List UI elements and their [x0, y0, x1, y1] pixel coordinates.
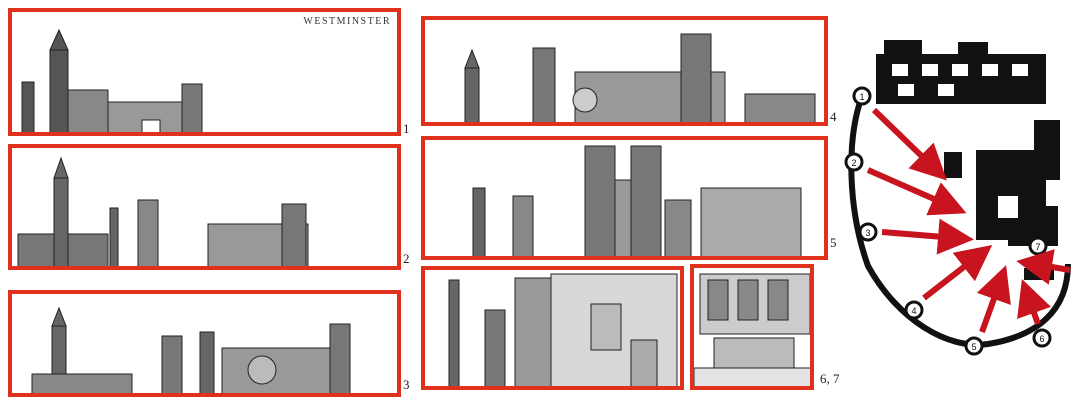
viewpoint-marker-7: 7: [1030, 238, 1046, 254]
svg-text:7: 7: [1035, 242, 1040, 252]
view-arrow-1: [874, 110, 934, 168]
skyline-panel-1: WESTMINSTER: [8, 8, 401, 136]
skyline-panel-5: [421, 136, 828, 260]
panel-number-4: 4: [830, 110, 837, 123]
viewpoint-marker-2: 2: [846, 154, 862, 170]
skyline-drawing-7: [694, 268, 814, 390]
viewpoint-marker-4: 4: [906, 302, 922, 318]
svg-text:4: 4: [911, 306, 916, 316]
skyline-drawing-5: [425, 140, 828, 260]
skyline-panel-4: [421, 16, 828, 126]
svg-text:6: 6: [1039, 334, 1044, 344]
skyline-drawing-6: [425, 270, 684, 390]
viewpoint-marker-6: 6: [1034, 330, 1050, 346]
view-arrow-2: [868, 170, 950, 206]
skyline-drawing-2: [12, 148, 401, 270]
site-plan: 1 2 3 4 5 6 7: [838, 20, 1074, 400]
view-arrow-5: [982, 282, 1000, 332]
skyline-panel-3: [8, 290, 401, 397]
svg-text:3: 3: [865, 228, 870, 238]
skyline-panel-2: [8, 144, 401, 270]
panel-number-1: 1: [403, 122, 410, 135]
view-arrow-4: [924, 256, 978, 298]
panel-number-3: 3: [403, 378, 410, 391]
panel-number-5: 5: [830, 236, 837, 249]
skyline-drawing-4: [425, 20, 828, 126]
skyline-drawing-1: [12, 12, 401, 136]
svg-text:1: 1: [859, 92, 864, 102]
view-arrow-6: [1028, 296, 1038, 324]
view-arrow-3: [882, 232, 956, 238]
skyline-drawing-3: [12, 294, 401, 397]
panel-number-2: 2: [403, 252, 410, 265]
viewpoint-marker-1: 1: [854, 88, 870, 104]
svg-text:2: 2: [851, 158, 856, 168]
viewpoint-marker-3: 3: [860, 224, 876, 240]
svg-text:5: 5: [971, 342, 976, 352]
viewpoint-marker-5: 5: [966, 338, 982, 354]
skyline-panel-6: [421, 266, 684, 390]
page-title: WESTMINSTER: [303, 16, 391, 27]
skyline-panel-7: [690, 264, 814, 390]
panel-number-67: 6, 7: [820, 372, 840, 385]
